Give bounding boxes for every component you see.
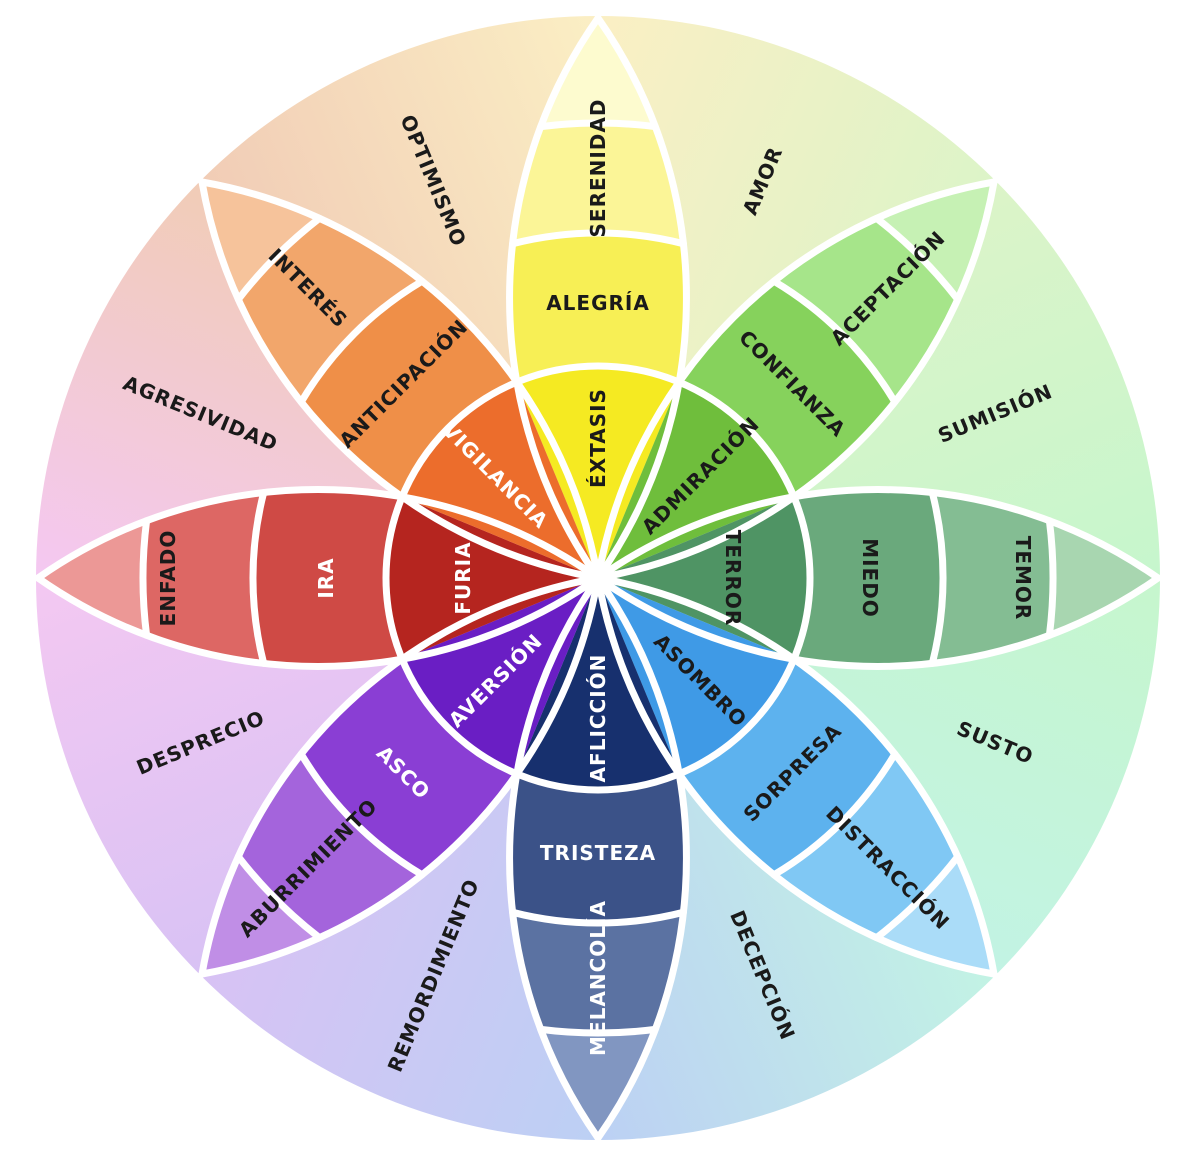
petal-band-mid [791,489,944,667]
petal-outline [594,486,1162,582]
core-label: FURIA [451,541,475,614]
band-divider [1045,517,1057,639]
petal-outline [594,574,690,1142]
petal-outline [594,574,998,978]
core-sector [513,578,683,790]
petal-outline [506,14,602,582]
petal-tip [876,182,994,300]
band-divider [509,229,687,248]
petal-tip [202,182,320,300]
petal-tip [540,18,656,127]
petal-tip [1049,520,1158,636]
core-sector [513,366,683,578]
petal-band-outer [932,492,1054,664]
outer-label: MELANCOLÍA [586,900,610,1056]
core-label: AFLICCIÓN [586,654,610,783]
petal-band-mid [509,232,687,385]
core-label: TERROR [721,530,745,627]
petal-band-mid [509,771,687,924]
petal-band-outer [512,122,684,244]
petal-outline [594,574,998,978]
band-divider [297,750,426,879]
mid-label: TRISTEZA [540,841,656,865]
petal-band-mid [252,489,405,667]
petal-tip [38,520,147,636]
band-divider [770,277,899,406]
separators [34,14,1162,1142]
band-divider [770,750,899,879]
petal-tip [876,856,994,974]
petal-tip [202,856,320,974]
band-divider [234,214,323,303]
band-divider [234,853,323,942]
petal-band-outer [512,912,684,1034]
core-label: ÉXTASIS [586,388,610,488]
petal-band-outer [774,754,958,938]
outer-label: ENFADO [156,530,180,627]
petal-band-outer [142,492,264,664]
band-divider [537,119,659,131]
petal-band-outer [238,218,422,402]
core-ring [382,362,814,794]
center-disc [386,366,810,790]
petal-outline [594,178,998,582]
petal-outline [34,574,602,670]
petal-outline [594,574,1162,670]
band-divider [249,489,268,667]
mid-label: MIEDO [858,538,882,618]
band-divider [297,277,426,406]
mid-label: IRA [314,557,338,598]
core-sector [386,493,598,663]
band-divider [873,214,962,303]
petal-band-outer [774,218,958,402]
petal-outline [506,574,602,1142]
petal-band-outer [238,754,422,938]
petal-outline [594,178,998,582]
core-sector [598,493,810,663]
band-divider [873,853,962,942]
petal-outline [198,574,602,978]
petal-outline [34,486,602,582]
petal-outline [198,178,602,582]
outer-label: SERENIDAD [586,99,610,238]
band-divider [509,908,687,927]
band-divider [928,489,947,667]
band-divider [139,517,151,639]
band-divider [537,1025,659,1037]
mid-label: ALEGRÍA [546,291,650,315]
petal-outline [594,14,690,582]
petal-tip [540,1029,656,1138]
outer-label: TEMOR [1011,536,1035,621]
petal-outline [198,574,602,978]
petal-outline [198,178,602,582]
